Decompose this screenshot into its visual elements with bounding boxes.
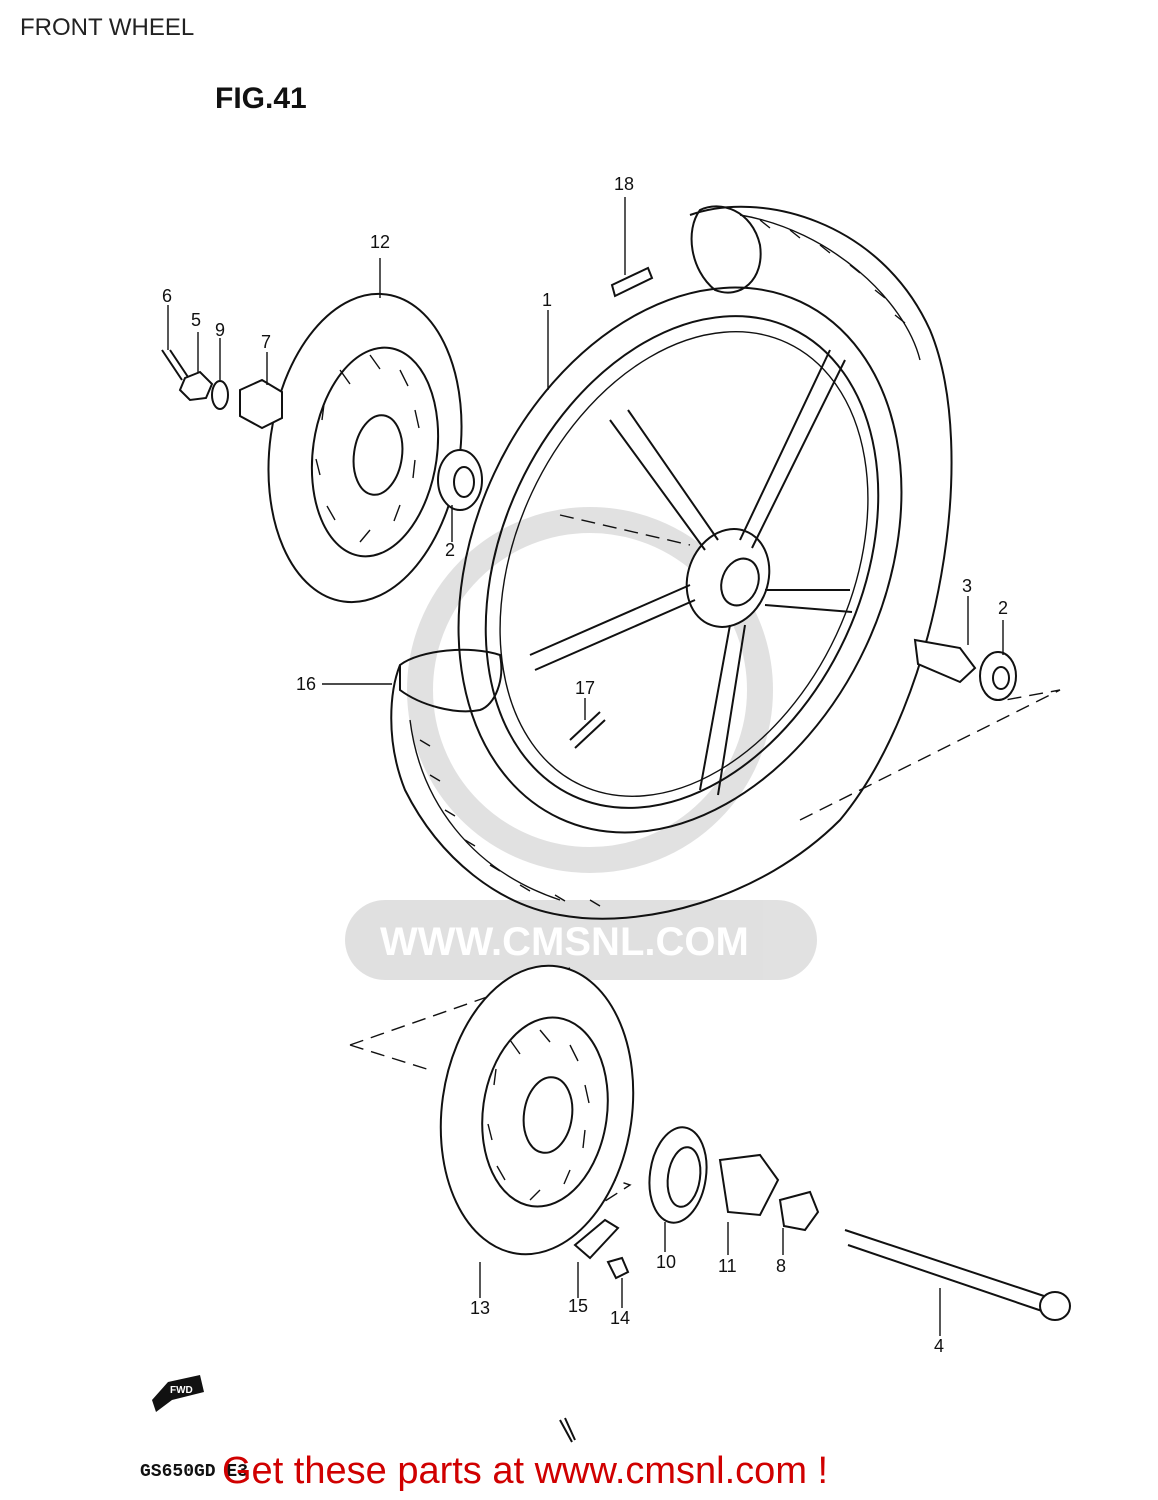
callout-12: 12	[370, 232, 390, 252]
callout-11: 11	[718, 1256, 737, 1276]
callout-9: 9	[215, 320, 225, 340]
wheel-rim	[457, 286, 903, 834]
callout-5: 5	[191, 310, 201, 330]
callout-7: 7	[261, 332, 271, 352]
spacer	[239, 378, 283, 430]
watermark-text: WWW.CMSNL.COM	[380, 920, 749, 964]
dust-seal	[648, 1126, 708, 1224]
tire-valve	[569, 711, 606, 749]
cotter-pin	[161, 349, 191, 381]
tire	[390, 205, 953, 920]
bearing-right	[979, 651, 1017, 701]
spacer-8	[778, 1190, 820, 1232]
callout-8: 8	[776, 1256, 786, 1276]
brake-disc-right	[439, 964, 635, 1256]
lock-washer	[573, 1218, 620, 1260]
small-parts-left	[161, 349, 483, 511]
callout-16: 16	[296, 674, 316, 694]
callout-3: 3	[962, 576, 972, 596]
axle-nut	[178, 370, 214, 402]
leader-lines	[167, 197, 1004, 1336]
callout-10: 10	[656, 1252, 676, 1272]
figure-label: FIG.41	[215, 82, 307, 115]
axle-shaft	[844, 1229, 1051, 1313]
bolt	[606, 1256, 630, 1280]
page-title: FRONT WHEEL	[20, 14, 195, 41]
promo-link[interactable]: Get these parts at www.cmsnl.com !	[222, 1450, 829, 1492]
watermark: WWW.CMSNL.COM	[345, 507, 817, 980]
axle-head	[1039, 1291, 1071, 1321]
fwd-arrow-icon: FWD	[152, 1375, 204, 1412]
gear-box	[718, 1153, 780, 1217]
callout-6: 6	[162, 286, 172, 306]
spacer-3	[913, 638, 977, 684]
callout-15: 15	[568, 1296, 588, 1316]
callout-2a: 2	[445, 540, 455, 560]
callout-17: 17	[575, 678, 595, 698]
brake-disc-left	[267, 292, 463, 604]
valve-stem	[559, 1417, 576, 1443]
small-parts-right	[559, 638, 1071, 1443]
callouts: 18 12 6 5 9 7 1 2 3 2 16 17 13 15 14 10 …	[162, 174, 1008, 1356]
callout-4: 4	[934, 1336, 944, 1356]
callout-2b: 2	[998, 598, 1008, 618]
washer	[211, 380, 229, 410]
callout-13: 13	[470, 1298, 490, 1318]
fwd-label: FWD	[170, 1385, 193, 1396]
callout-1: 1	[542, 290, 552, 310]
bearing-left	[437, 449, 483, 511]
rim-lock	[610, 266, 654, 298]
callout-14: 14	[610, 1308, 630, 1328]
callout-18: 18	[614, 174, 634, 194]
model-code: GS650GD E3	[140, 1462, 249, 1482]
